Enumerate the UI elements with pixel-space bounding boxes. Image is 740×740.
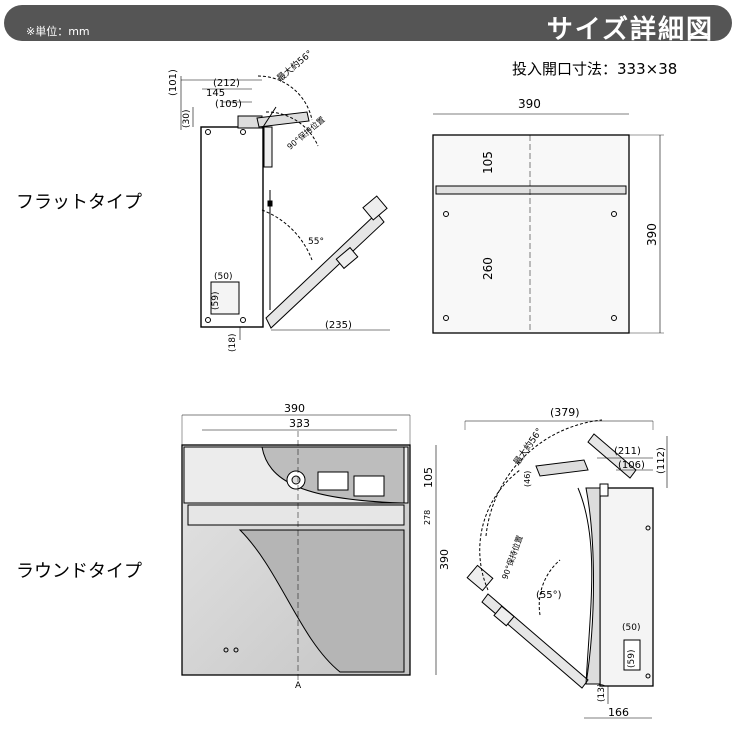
round-front-dim-labels: 390 333 105 278 390 A bbox=[284, 402, 451, 691]
max-open-label: 最大約56° bbox=[274, 47, 315, 84]
dim-46: (46) bbox=[523, 471, 532, 487]
round-side-hinge bbox=[599, 483, 609, 497]
flat-side-hinge bbox=[263, 126, 273, 168]
max-open-label: 最大約56° bbox=[511, 426, 545, 468]
screw bbox=[205, 129, 211, 135]
screw bbox=[223, 647, 229, 653]
dim-235: (235) bbox=[325, 320, 352, 331]
round-side-door-stopper bbox=[493, 605, 515, 627]
flat-side-lid-arm bbox=[262, 106, 277, 128]
dim-106: (106) bbox=[618, 460, 645, 471]
dim-18: (18) bbox=[228, 334, 238, 352]
flat-front-body bbox=[432, 134, 630, 334]
round-front-lid bbox=[187, 504, 405, 526]
flat-side-arc-55 bbox=[261, 209, 313, 261]
dim-height-260: 260 bbox=[481, 257, 495, 280]
dim-211: (211) bbox=[614, 446, 641, 457]
dim-width-333: 333 bbox=[289, 417, 310, 430]
dim-height-390: 390 bbox=[438, 549, 451, 570]
round-front-nameplate bbox=[317, 471, 349, 491]
dim-105: (105) bbox=[215, 99, 242, 110]
flat-front-slot bbox=[435, 185, 627, 195]
round-front-curve-bottom bbox=[238, 529, 405, 673]
screw bbox=[611, 211, 617, 217]
hold-position-label: 90°保持位置 bbox=[499, 534, 524, 581]
dim-212: (212) bbox=[213, 78, 240, 89]
dim-13: (13) bbox=[597, 684, 607, 702]
screw bbox=[443, 211, 449, 217]
screw bbox=[645, 525, 651, 531]
dim-30: (30) bbox=[182, 110, 192, 128]
screw bbox=[205, 317, 211, 323]
screw bbox=[240, 317, 246, 323]
screw bbox=[443, 315, 449, 321]
dim-112: (112) bbox=[656, 447, 667, 474]
flat-side-arc-open bbox=[257, 75, 313, 121]
angle-55-label: (55°) bbox=[536, 590, 562, 601]
opening-size-note: 投入開口寸法：333×38 bbox=[512, 60, 678, 78]
flat-side-door-handle bbox=[362, 195, 388, 221]
round-front-view bbox=[181, 414, 437, 680]
flat-side-latch bbox=[267, 200, 273, 207]
flat-side-view bbox=[180, 75, 390, 340]
flat-front-dim-labels: 390 105 260 390 bbox=[481, 97, 659, 280]
flat-front-view bbox=[432, 113, 664, 334]
dim-145: 145 bbox=[206, 88, 225, 99]
round-side-view bbox=[464, 419, 668, 719]
dim-height-105: 105 bbox=[481, 151, 495, 174]
dim-width-390: 390 bbox=[518, 97, 541, 111]
flat-side-name-plate bbox=[210, 281, 240, 315]
section-mark: A bbox=[295, 681, 302, 691]
screw bbox=[645, 673, 651, 679]
dim-50: (50) bbox=[622, 623, 640, 633]
flat-side-arc-hold bbox=[265, 111, 319, 147]
round-side-door-closed bbox=[577, 487, 593, 685]
dim-379: (379) bbox=[550, 406, 580, 419]
flat-side-door-open bbox=[265, 212, 385, 329]
flat-side-door-stopper bbox=[335, 246, 359, 270]
screw bbox=[240, 129, 246, 135]
dim-width-390: 390 bbox=[284, 402, 305, 415]
dim-height-390: 390 bbox=[645, 223, 659, 246]
round-side-name-plate bbox=[623, 639, 641, 671]
header-bar: ※単位：mm サイズ詳細図 bbox=[4, 5, 732, 45]
screw bbox=[611, 315, 617, 321]
round-side-arc-open bbox=[485, 419, 603, 537]
dim-166: 166 bbox=[608, 706, 629, 719]
round-type-label: ラウンドタイプ bbox=[16, 561, 142, 582]
dim-50: (50) bbox=[214, 272, 232, 282]
unit-note: ※単位：mm bbox=[26, 25, 90, 38]
dim-59: (59) bbox=[627, 650, 637, 668]
flat-side-lid-open bbox=[256, 111, 310, 128]
round-front-lock-core bbox=[291, 475, 301, 485]
dim-height-105: 105 bbox=[422, 467, 435, 488]
round-front-nameplate bbox=[353, 475, 385, 497]
round-side-lid bbox=[535, 459, 589, 477]
angle-55-label: 55° bbox=[308, 237, 324, 247]
dim-101: (101) bbox=[168, 69, 179, 96]
round-side-arc-55 bbox=[538, 559, 561, 616]
dim-59: (59) bbox=[211, 292, 221, 310]
page-title: サイズ詳細図 bbox=[546, 15, 714, 45]
screw bbox=[233, 647, 239, 653]
round-side-arc-hold bbox=[479, 469, 521, 591]
dim-height-278: 278 bbox=[423, 510, 432, 525]
round-side-door-open bbox=[481, 593, 589, 689]
round-side-door-handle bbox=[466, 564, 494, 592]
flat-type-label: フラットタイプ bbox=[16, 192, 142, 213]
